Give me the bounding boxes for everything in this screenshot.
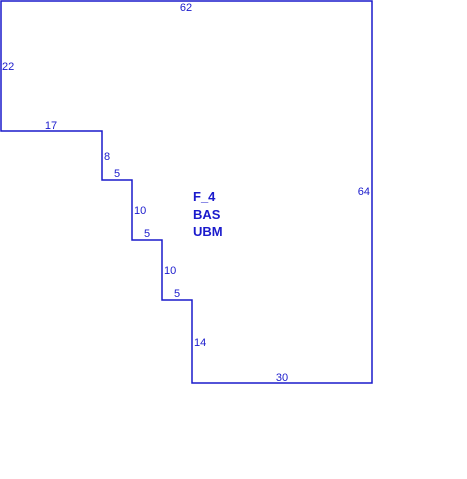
dimension-step-2-vertical: 10 [134, 205, 146, 217]
dimension-step-1-horizontal: 17 [45, 120, 57, 132]
dimension-step-3-horizontal: 5 [144, 228, 150, 240]
dimension-bottom: 30 [276, 372, 288, 384]
dimension-left: 22 [2, 61, 14, 73]
area-label-line-3: UBM [193, 224, 223, 239]
dimension-top: 62 [180, 2, 192, 14]
area-label-line-1: F_4 [193, 189, 216, 204]
dimension-step-2-horizontal: 5 [114, 168, 120, 180]
dimension-step-3-vertical: 10 [164, 265, 176, 277]
dimension-right: 64 [358, 186, 370, 198]
area-label-line-2: BAS [193, 207, 221, 222]
area-outline [0, 0, 373, 384]
dimension-step-1-vertical: 8 [104, 151, 110, 163]
dimension-step-4-horizontal: 5 [174, 288, 180, 300]
dimension-step-4-vertical: 14 [194, 337, 206, 349]
